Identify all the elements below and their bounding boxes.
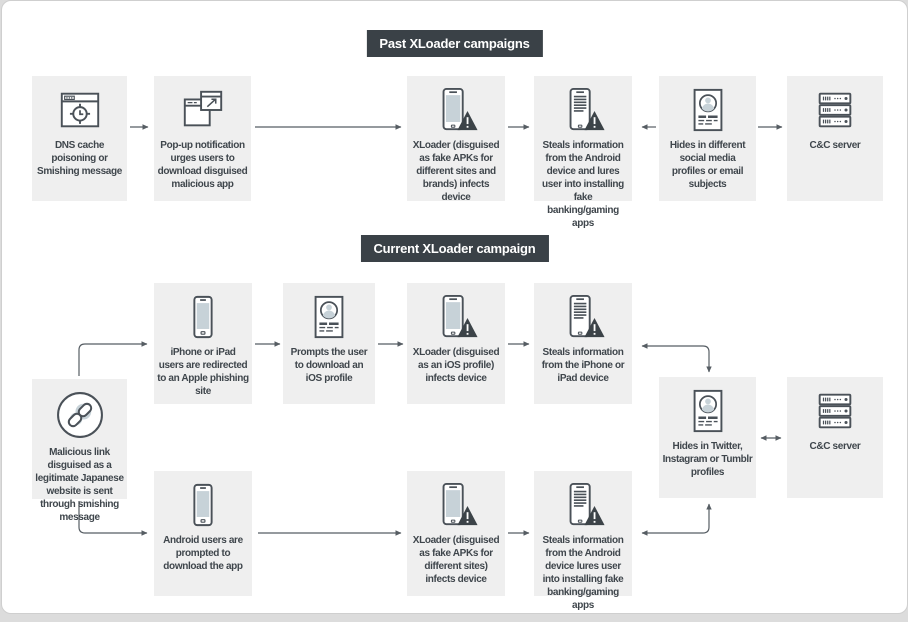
profile-document-icon <box>306 294 352 340</box>
node-xloader-ios: XLoader (disguised as an iOS profile) in… <box>407 283 505 404</box>
smartphone-warning-icon <box>433 87 479 133</box>
node-label: XLoader (disguised as fake APKs for diff… <box>412 535 500 585</box>
node-label: Hides in Twitter, Instagram or Tumblr pr… <box>662 441 753 478</box>
node-steals-ios: Steals information from the iPhone or iP… <box>534 283 632 404</box>
node-steals-android-past: Steals information from the Android devi… <box>534 76 632 229</box>
node-xloader-apk-current: XLoader (disguised as fake APKs for diff… <box>407 471 505 596</box>
chain-link-icon <box>53 388 107 442</box>
node-label: Prompts the user to download an iOS prof… <box>290 347 368 384</box>
node-dns-smishing: DNS cache poisoning or Smishing message <box>32 76 127 201</box>
node-xloader-apk-past: XLoader (disguised as fake APKs for diff… <box>407 76 505 203</box>
node-hides-social-media: Hides in different social media profiles… <box>659 76 756 201</box>
node-label: C&C server <box>809 441 861 452</box>
node-label: Pop-up notification urges users to downl… <box>157 140 248 190</box>
smartphone-data-warning-icon <box>560 482 606 528</box>
past-campaigns-title: Past XLoader campaigns <box>366 30 543 57</box>
popup-windows-icon <box>180 87 226 133</box>
node-label: XLoader (disguised as fake APKs for diff… <box>412 140 500 203</box>
node-label: Hides in different social media profiles… <box>669 140 746 190</box>
smartphone-warning-icon <box>433 294 479 340</box>
node-iphone-redirect: iPhone or iPad users are redirected to a… <box>154 283 252 404</box>
node-steals-android-current: Steals information from the Android devi… <box>534 471 632 611</box>
node-cnc-server-current: C&C server <box>787 377 883 498</box>
node-android-prompted: Android users are prompted to download t… <box>154 471 252 596</box>
node-label: Steals information from the Android devi… <box>542 535 624 611</box>
node-popup-notification: Pop-up notification urges users to downl… <box>154 76 251 201</box>
node-label: Malicious link disguised as a legitimate… <box>35 447 124 523</box>
profile-document-icon <box>685 87 731 133</box>
node-prompts-ios-profile: Prompts the user to download an iOS prof… <box>283 283 375 404</box>
node-label: Steals information from the iPhone or iP… <box>541 347 625 384</box>
node-label: C&C server <box>809 140 861 151</box>
node-label: Android users are prompted to download t… <box>163 535 243 572</box>
smartphone-icon <box>180 294 226 340</box>
current-campaign-title: Current XLoader campaign <box>360 235 549 262</box>
server-stack-icon <box>812 87 858 133</box>
smartphone-icon <box>180 482 226 528</box>
node-malicious-link: Malicious link disguised as a legitimate… <box>32 379 127 523</box>
smartphone-data-warning-icon <box>560 87 606 133</box>
smartphone-data-warning-icon <box>560 294 606 340</box>
node-label: Steals information from the Android devi… <box>542 140 624 229</box>
browser-target-icon <box>57 87 103 133</box>
profile-document-icon <box>685 388 731 434</box>
node-label: iPhone or iPad users are redirected to a… <box>157 347 249 397</box>
node-hides-twitter: Hides in Twitter, Instagram or Tumblr pr… <box>659 377 756 498</box>
smartphone-warning-icon <box>433 482 479 528</box>
node-label: XLoader (disguised as an iOS profile) in… <box>412 347 500 384</box>
node-label: DNS cache poisoning or Smishing message <box>37 140 122 177</box>
server-stack-icon <box>812 388 858 434</box>
node-cnc-server-past: C&C server <box>787 76 883 201</box>
